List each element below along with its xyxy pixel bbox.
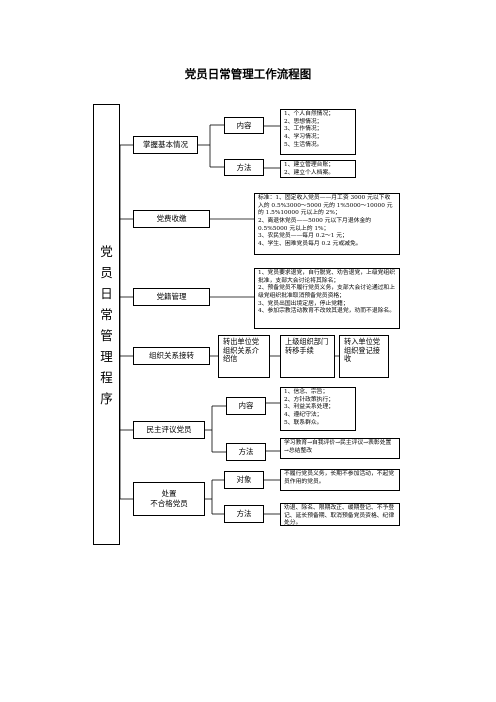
node-party-fees: 党费收缴 xyxy=(133,210,210,228)
node-handle-unqualified-label: 处置 不合格党员 xyxy=(150,489,188,508)
node-membership-records: 党籍管理 xyxy=(133,288,210,306)
node-basic-info: 掌握基本情况 xyxy=(133,136,198,154)
node-handle-unqualified: 处置 不合格党员 xyxy=(133,482,205,516)
node-review-content: 内容 xyxy=(226,397,266,415)
node-review-content-label: 内容 xyxy=(238,401,254,411)
node-party-fees-label: 党费收缴 xyxy=(156,214,187,224)
node-basic-content: 内容 xyxy=(224,117,264,134)
node-handle-method: 方法 xyxy=(224,505,264,523)
node-handle-object: 对象 xyxy=(224,471,264,489)
detail-basic-method: 1、建立管理台账； 2、建立个人档案。 xyxy=(280,160,356,178)
detail-handle-object: 不履行党员义务，长期不参加活动，不起党员作用的党员。 xyxy=(280,469,400,491)
node-review-method: 方法 xyxy=(226,443,266,461)
detail-review-content: 1、信念、宗旨； 2、方针政策执行； 3、利益关系处理； 4、遵纪守法； 5、联… xyxy=(280,387,356,431)
node-democratic-review-label: 民主评议党员 xyxy=(146,425,192,435)
detail-handle-method: 劝退、除名、限期改正、缓期登记、不予登记、延长预备期、取消预备党员资格、纪律处分… xyxy=(280,503,400,526)
node-basic-method-label: 方法 xyxy=(236,162,252,172)
detail-membership-records: 1、党员要求退党，自行脱党、劝告退党，上级党组织批准，支部大会讨论将其除名； 2… xyxy=(254,268,400,329)
node-handle-object-label: 对象 xyxy=(236,475,252,485)
detail-party-fees: 标准：1、固定收入党员——月工资 3000 元以下收入的 0.5%3000～50… xyxy=(254,193,400,255)
node-basic-info-label: 掌握基本情况 xyxy=(143,140,188,150)
detail-basic-content: 1、个人自然情况； 2、思想情况； 3、工作情况； 4、学习情况； 5、生活情况… xyxy=(280,109,356,155)
transfer-step-superior: 上级组织部门转移手续 xyxy=(280,335,335,378)
node-basic-content-label: 内容 xyxy=(236,120,252,130)
node-membership-records-label: 党籍管理 xyxy=(156,292,187,302)
node-democratic-review: 民主评议党员 xyxy=(133,421,205,439)
node-basic-method: 方法 xyxy=(224,159,264,176)
node-relation-transfer: 组织关系接转 xyxy=(133,347,210,365)
node-relation-transfer-label: 组织关系接转 xyxy=(149,351,194,361)
node-handle-method-label: 方法 xyxy=(236,509,252,519)
root-label: 党 员 日 常 管 理 程 序 xyxy=(100,243,113,406)
page-title: 党员日常管理工作流程图 xyxy=(184,67,312,81)
transfer-step-out: 转出单位党组织关系介绍信 xyxy=(218,335,270,378)
transfer-step-in: 转入单位党组织登记接收 xyxy=(339,335,389,378)
node-review-method-label: 方法 xyxy=(238,447,254,457)
detail-review-method: 学习教育→自我评价→民主评议→表彰处置→总结整改 xyxy=(280,438,400,459)
root-box: 党 员 日 常 管 理 程 序 xyxy=(93,104,120,545)
